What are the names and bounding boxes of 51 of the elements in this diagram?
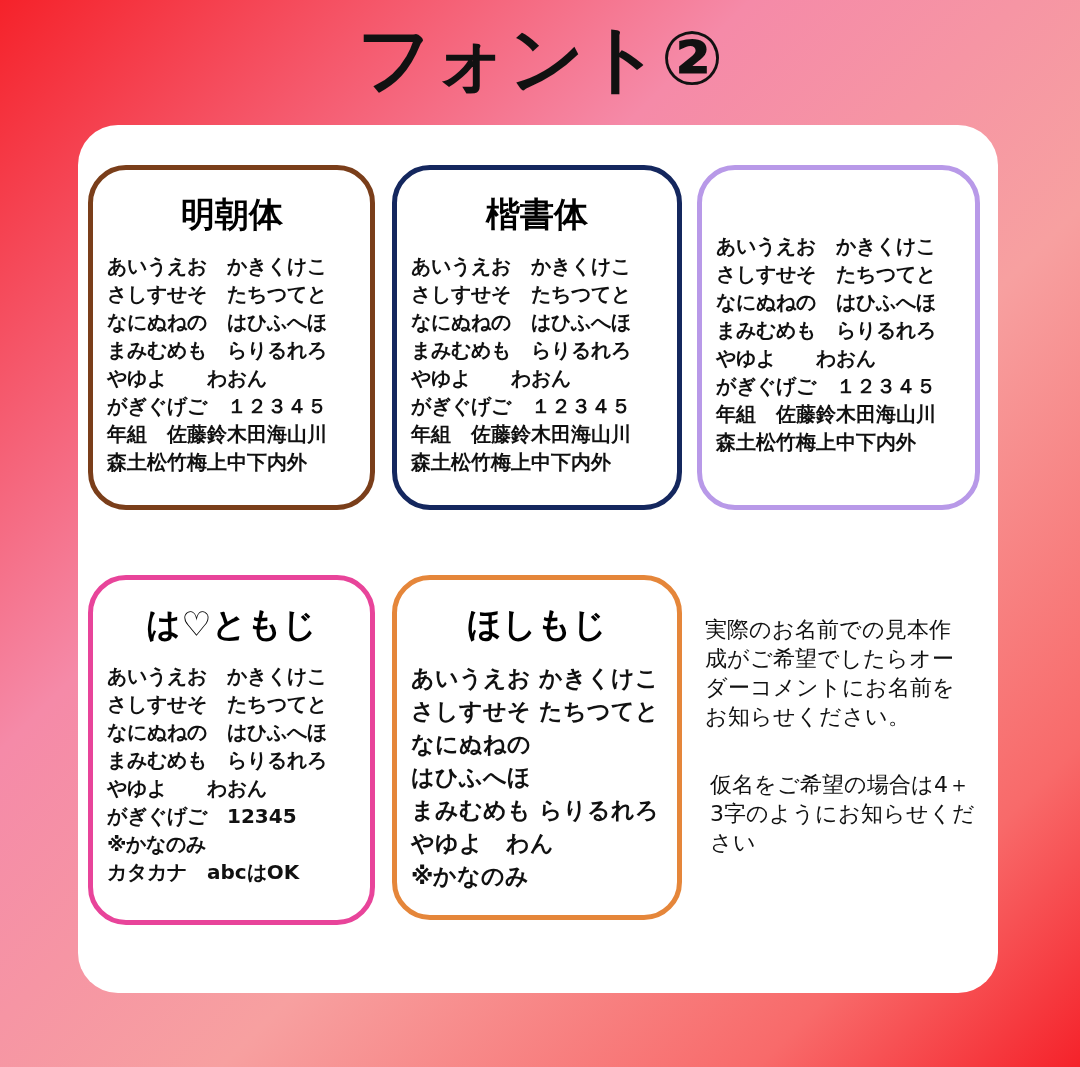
sample-text-line: やゆよ わおん — [107, 365, 267, 392]
font-name-heading: は♡ともじ — [145, 603, 318, 646]
sample-text-line: なにぬねの はひふへほ — [411, 309, 631, 336]
font-name-heading: 明朝体 — [179, 193, 284, 236]
sample-text-line: 年組 佐藤鈴木田海山川 — [107, 421, 327, 448]
sample-text-line: あいうえお かきくけこ — [107, 253, 327, 280]
sample-text-line: さしすせそ たちつてと — [411, 281, 631, 308]
sample-text-line: なにぬねの — [411, 730, 531, 759]
sample-text-line: まみむめも らりるれろ — [716, 317, 936, 344]
sample-text-line: ※かなのみ — [411, 862, 530, 891]
sample-text-line: やゆよ わおん — [411, 365, 571, 392]
font-name-heading: ほしもじ — [466, 603, 608, 646]
sample-text-line: やゆよ わん — [411, 829, 554, 858]
sample-text-line: 年組 佐藤鈴木田海山川 — [716, 401, 936, 428]
note-text: 実際のお名前での見本作成がご希望でしたらオーダーコメントにお名前をお知らせください。 — [705, 616, 956, 731]
sample-text-line: なにぬねの はひふへほ — [716, 289, 936, 316]
sample-text-line: 森土松竹梅上中下内外 — [107, 449, 307, 476]
sample-text-line: がぎぐげご １２３４５ — [716, 373, 936, 400]
sample-text-line: なにぬねの はひふへほ — [107, 309, 327, 336]
font-name-heading: 楷書体 — [484, 193, 589, 236]
sample-text-line: あいうえお かきくけこ — [716, 233, 936, 260]
sample-text-line: ※かなのみ — [107, 831, 207, 858]
sample-text-line: がぎぐげご 12345 — [107, 803, 297, 830]
font-sample-card — [697, 165, 980, 510]
sample-text-line: まみむめも らりるれろ — [107, 747, 327, 774]
sample-text-line: あいうえお かきくけこ — [411, 253, 631, 280]
sample-text-line: さしすせそ たちつてと — [411, 697, 659, 726]
sample-text-line: あいうえお かきくけこ — [107, 663, 327, 690]
sample-text-line: まみむめも らりるれろ — [411, 337, 631, 364]
page-title: フォント② — [355, 14, 725, 103]
sample-text-line: がぎぐげご １２３４５ — [411, 393, 631, 420]
sample-text-line: まみむめも らりるれろ — [411, 796, 659, 825]
sample-text-line: さしすせそ たちつてと — [107, 281, 327, 308]
sample-text-line: なにぬねの はひふへほ — [107, 719, 327, 746]
note-text: 仮名をご希望の場合は4＋3字のようにお知らせください — [710, 771, 975, 857]
font-sample-card — [392, 165, 682, 510]
sample-text-line: あいうえお かきくけこ — [411, 664, 659, 693]
sample-text-line: やゆよ わおん — [716, 345, 876, 372]
sample-text-line: まみむめも らりるれろ — [107, 337, 327, 364]
sample-text-line: がぎぐげご １２３４５ — [107, 393, 327, 420]
font-sample-card — [88, 575, 375, 925]
sample-text-line: はひふへほ — [411, 763, 531, 792]
font-sample-card — [88, 165, 375, 510]
sample-text-line: 森土松竹梅上中下内外 — [716, 429, 916, 456]
sample-text-line: やゆよ わおん — [107, 775, 267, 802]
font-sample-card — [392, 575, 682, 920]
sample-text-line: カタカナ abcはOK — [107, 859, 300, 886]
sample-text-line: さしすせそ たちつてと — [716, 261, 936, 288]
sample-text-line: 年組 佐藤鈴木田海山川 — [411, 421, 631, 448]
sample-text-line: さしすせそ たちつてと — [107, 691, 327, 718]
sample-text-line: 森土松竹梅上中下内外 — [411, 449, 611, 476]
